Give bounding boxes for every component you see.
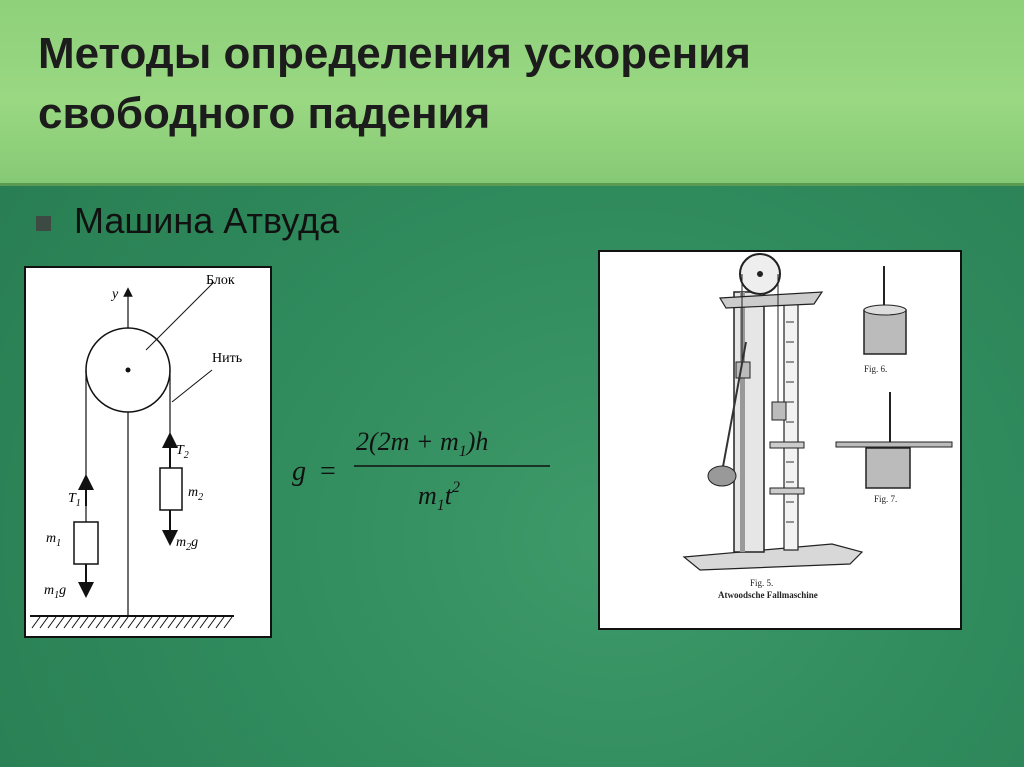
- illustration-fig-number: Fig. 5.: [750, 578, 773, 588]
- scale-platform-lower: [769, 487, 805, 495]
- block-label: Блок: [206, 273, 235, 288]
- bullet-text: Машина Атвуда: [74, 200, 340, 241]
- fig-a-caption: Fig. 6.: [864, 364, 887, 374]
- fig-b-caption: Fig. 7.: [874, 494, 897, 504]
- fig-b-weight: [865, 447, 911, 489]
- top-platform: [718, 291, 824, 309]
- fig-a-top: [863, 304, 907, 316]
- illustration-caption: Atwoodsche Fallmaschine: [718, 590, 818, 600]
- slide-title: Методы определения ускорения свободного …: [38, 29, 751, 138]
- formula-equals: =: [320, 456, 336, 487]
- weight-m1g-label: m1g: [44, 583, 66, 601]
- ground-hatch: [31, 616, 233, 629]
- scale-platform-upper: [769, 441, 805, 449]
- atwood-schematic-panel: y Блок Нить T1 m1 m1g T2 m2 m2g: [24, 266, 272, 638]
- mass-m2-box: [159, 467, 183, 511]
- title-banner: [0, 0, 1024, 186]
- formula-lhs: g: [292, 456, 306, 487]
- column-shade: [740, 292, 745, 552]
- tension-t1-label: T1: [68, 491, 81, 509]
- mass-m1-label: m1: [46, 531, 61, 549]
- tension-t2-label: T2: [176, 443, 189, 461]
- atwood-machine-illustration-panel: Fig. 6. Fig. 7. Fig. 5. Atwoodsche Fallm…: [598, 250, 962, 630]
- measuring-scale: [783, 299, 799, 551]
- bullet-square-icon: [36, 216, 51, 231]
- weight-m2g-label: m2g: [176, 535, 198, 553]
- fig-a-weight: [863, 309, 907, 355]
- machine-base: [682, 543, 864, 571]
- pendulum-rod: [721, 341, 747, 473]
- pendulum-bob: [707, 465, 737, 487]
- thread-label: Нить: [212, 351, 242, 366]
- acceleration-formula: g = 2(2m + m1)h m1t2: [286, 418, 576, 528]
- illus-right-weight: [771, 401, 787, 421]
- formula-numerator: 2(2m + m1)h: [356, 427, 488, 460]
- y-axis-label: y: [110, 287, 119, 302]
- thread-leader-line: [171, 369, 213, 403]
- fig-b-crossbar: [835, 441, 953, 448]
- pulley-axle: [125, 367, 131, 373]
- atwood-machine-illustration: Fig. 6. Fig. 7. Fig. 5. Atwoodsche Fallm…: [682, 253, 953, 600]
- block-leader-line: [145, 281, 215, 351]
- top-pulley-axle: [757, 271, 763, 277]
- formula-denominator: m1t2: [418, 479, 460, 514]
- mass-m1-box: [73, 521, 99, 565]
- machine-column: [733, 291, 765, 553]
- illus-left-weight: [735, 361, 751, 379]
- scale-ticks: [786, 321, 794, 523]
- atwood-schematic-diagram: y Блок Нить T1 m1 m1g T2 m2 m2g: [30, 273, 242, 629]
- mass-m2-label: m2: [188, 485, 203, 503]
